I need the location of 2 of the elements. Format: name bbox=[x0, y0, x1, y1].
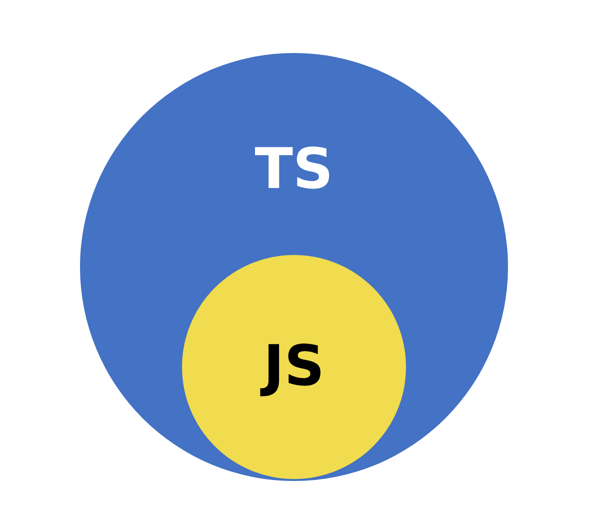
circle-label: JS bbox=[182, 335, 406, 399]
circle-label: TS bbox=[254, 138, 334, 202]
